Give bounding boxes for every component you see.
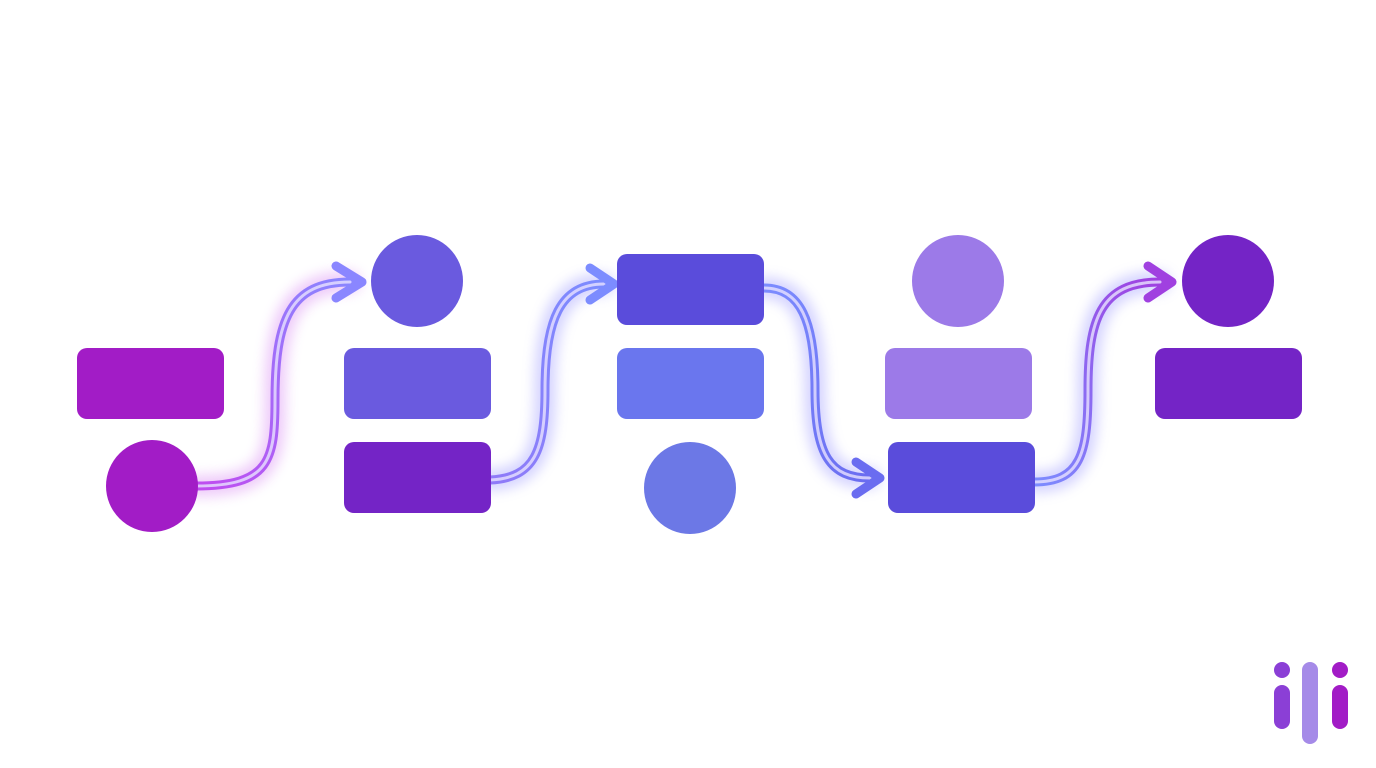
- stage-2-rect-bottom: [344, 442, 491, 513]
- stage-5-circle: [1182, 235, 1274, 327]
- stage-4: [885, 235, 1035, 513]
- arrowhead-icon: [331, 261, 367, 303]
- arrowhead-icon: [1143, 261, 1177, 303]
- connector-3: [753, 277, 885, 499]
- stage-3-circle: [644, 442, 736, 534]
- arrowhead-icon: [585, 263, 619, 305]
- stage-5-rect: [1155, 348, 1302, 419]
- stage-4-rect-bottom: [888, 442, 1035, 513]
- stage-1-circle: [106, 440, 198, 532]
- connector-1: [185, 261, 367, 497]
- stage-5: [1155, 235, 1302, 419]
- stage-2-circle: [371, 235, 463, 327]
- stage-4-circle: [912, 235, 1004, 327]
- stage-3-rect-middle: [617, 348, 764, 419]
- stage-3-rect-top: [617, 254, 764, 325]
- connector-2: [479, 263, 619, 491]
- stage-2: [344, 235, 491, 513]
- stage-1: [77, 348, 224, 532]
- connector-4: [1023, 261, 1177, 493]
- stage-2-rect-middle: [344, 348, 491, 419]
- arrowhead-icon: [851, 457, 885, 499]
- stage-1-rect: [77, 348, 224, 419]
- three-bar-logo-icon: [1274, 662, 1348, 744]
- stage-3: [617, 254, 764, 534]
- stage-4-rect-middle: [885, 348, 1032, 419]
